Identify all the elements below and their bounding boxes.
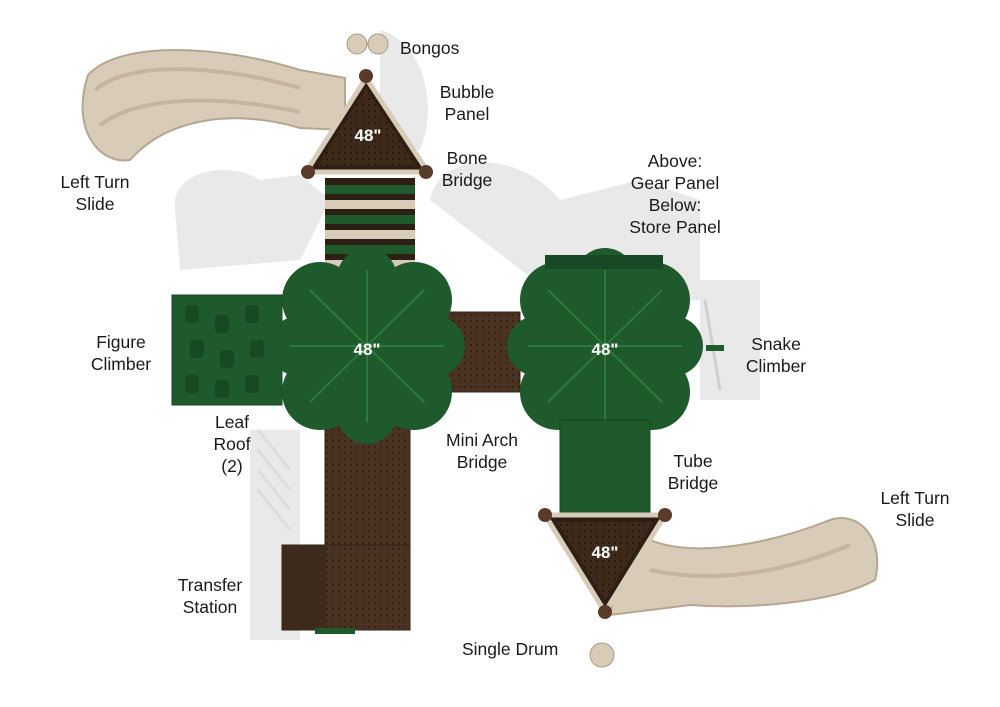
snake-climber [703,299,724,391]
slide-top-rail [93,67,301,92]
height-right-deck: 48" [591,340,619,359]
label-bongos: Bongos [400,38,460,58]
leaf-roof-left [269,248,465,444]
height-top-roof: 48" [354,126,382,145]
height-bottom-roof: 48" [591,543,619,562]
bone-bridge [325,178,415,273]
label-above-below: Above:Gear Panel Below:Store Panel [629,151,721,237]
bongos-icon [346,33,368,55]
left-turn-slide-bottom [608,517,879,617]
label-single-drum: Single Drum [462,639,559,659]
height-left-deck: 48" [353,340,381,359]
single-drum-icon [589,642,615,668]
tube-bridge [559,419,651,521]
ladder-shadow [256,429,292,531]
leaf-roof-right [507,248,703,444]
left-turn-slide-top [81,49,346,162]
